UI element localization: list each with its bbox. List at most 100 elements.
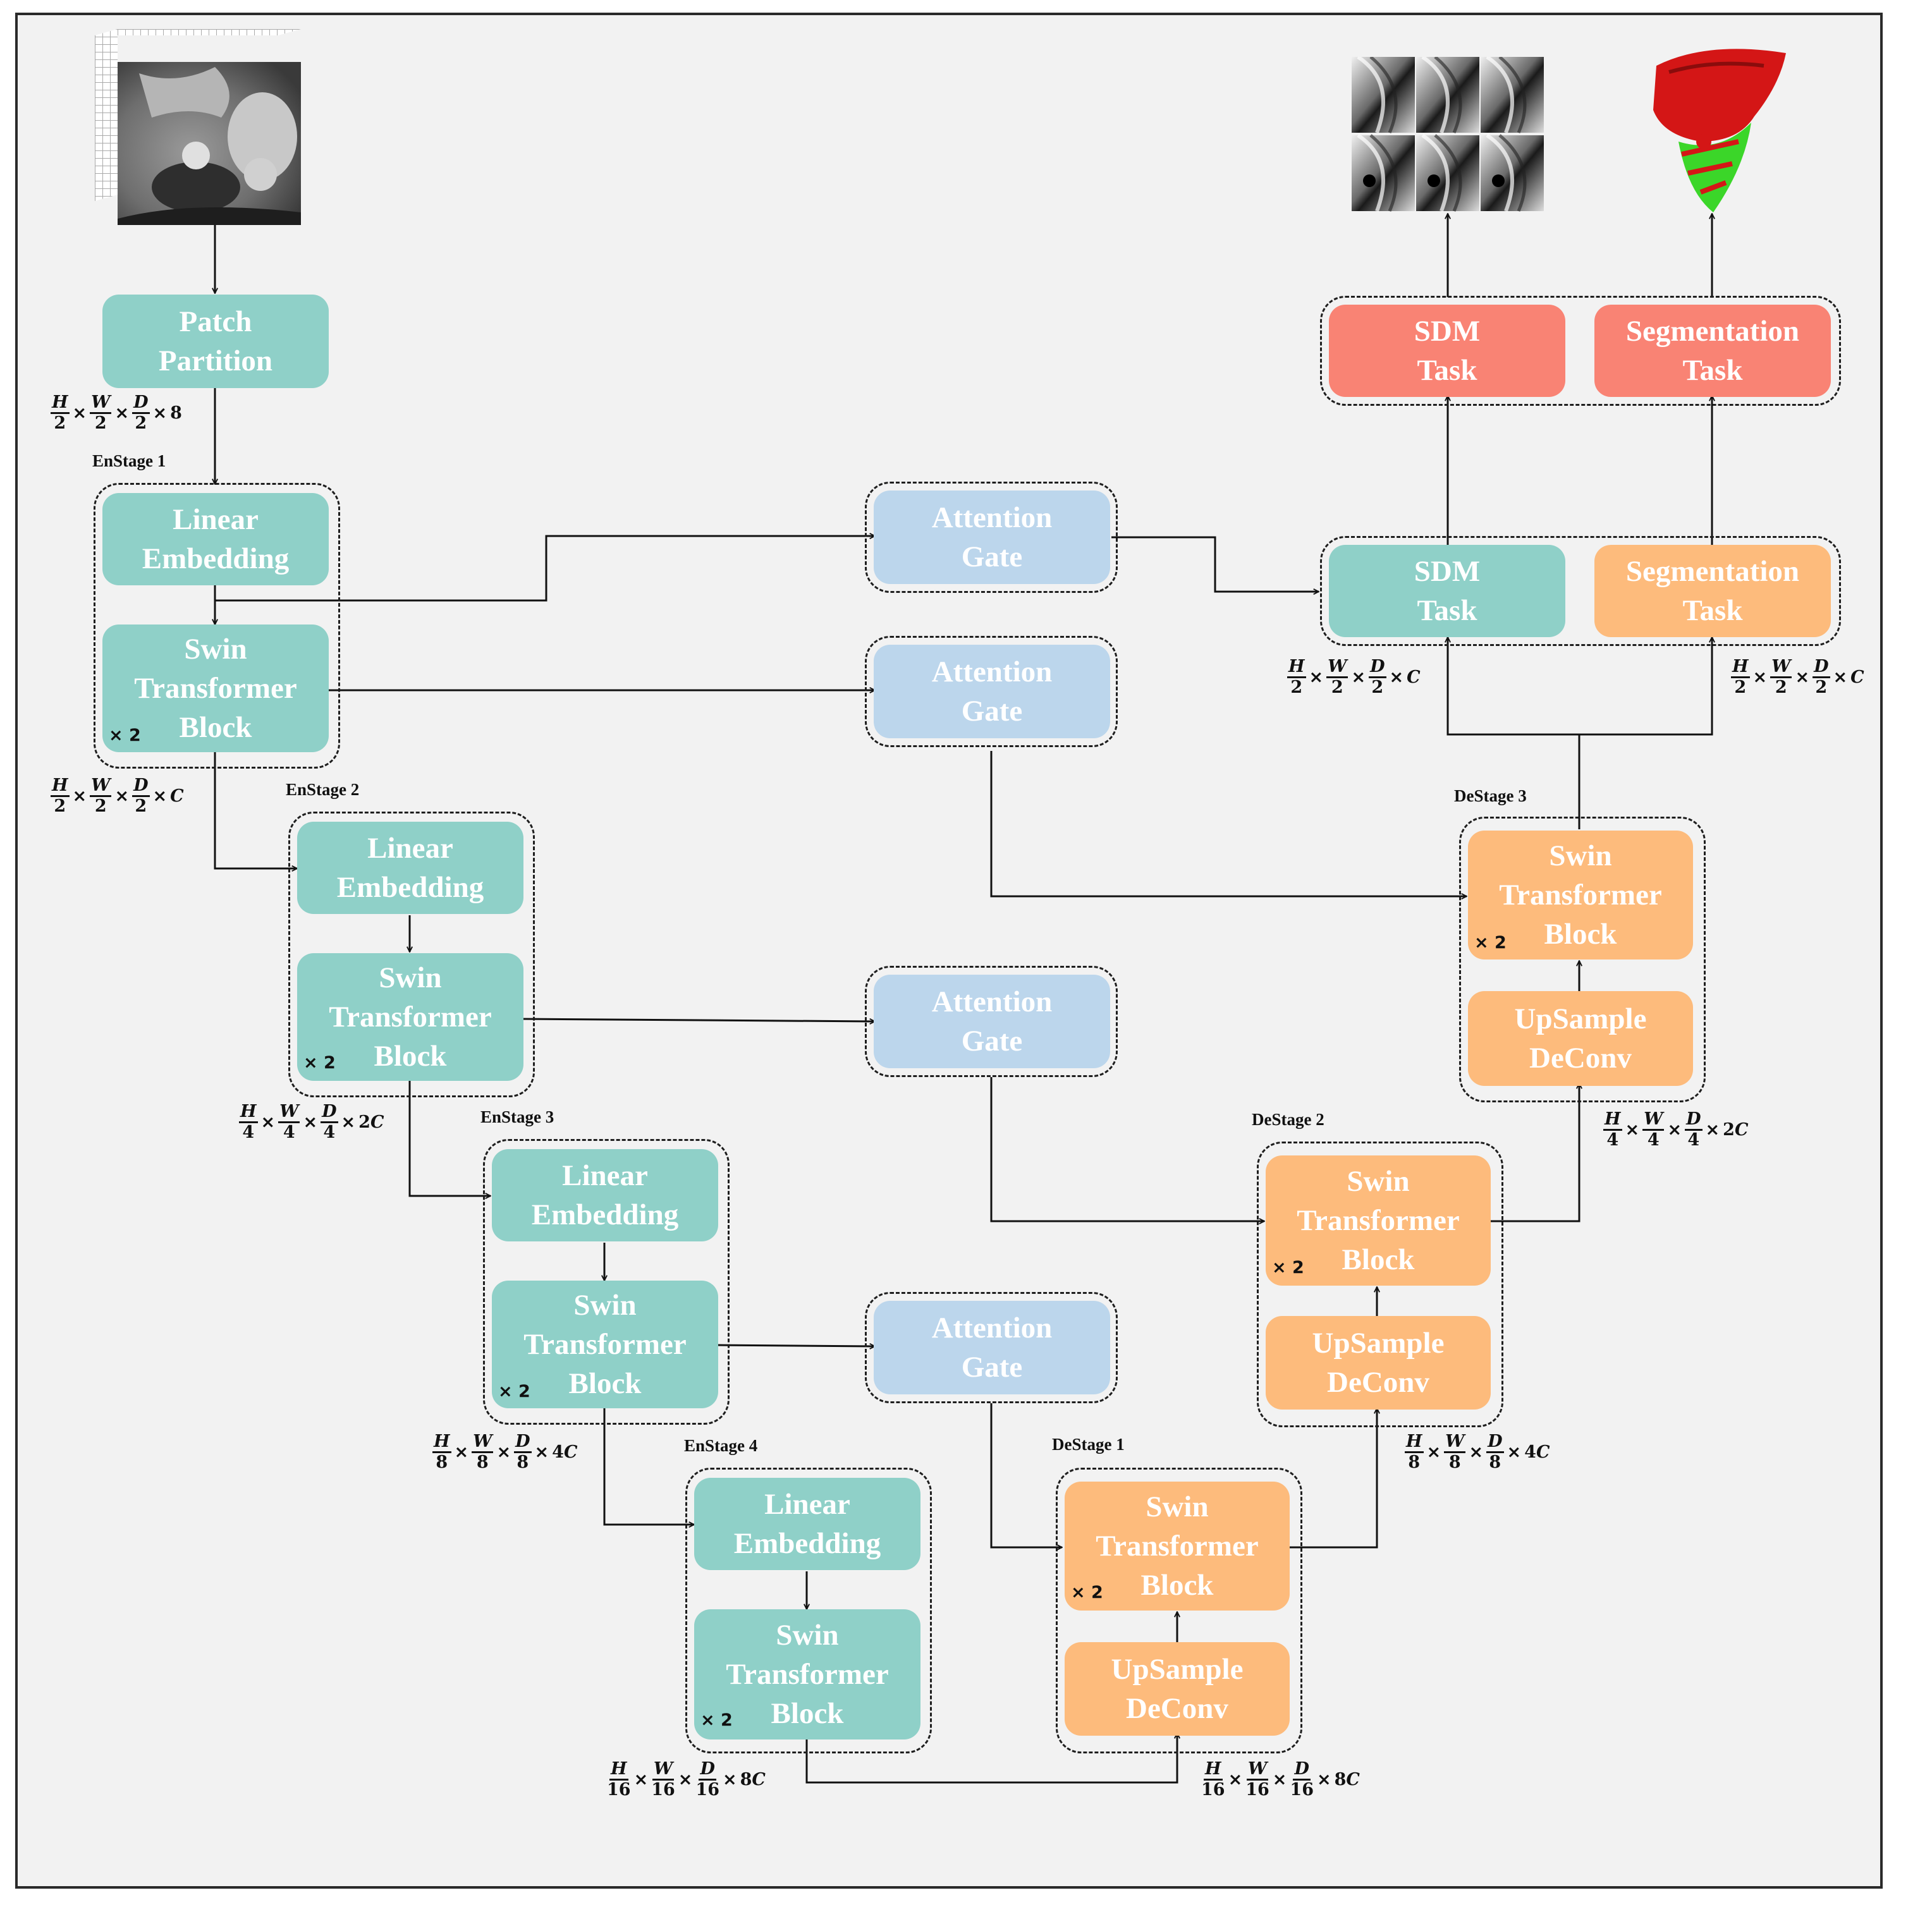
enstage-4-group: [685, 1468, 932, 1753]
dim-channels: 2C: [358, 1112, 384, 1132]
times-sign: ×: [1469, 1442, 1484, 1462]
times-sign: ×: [114, 403, 130, 423]
destage-3-label: DeStage 3: [1454, 786, 1527, 805]
dim-numerator: D: [1486, 1432, 1504, 1453]
times-sign: ×: [678, 1770, 693, 1789]
dim-denominator: 4: [283, 1123, 295, 1142]
dim-channels: 4C: [1524, 1442, 1550, 1462]
dim-numerator: W: [1246, 1760, 1269, 1781]
destage3-swin-block: Swin Transformer Block: [1468, 831, 1693, 960]
enstage2-linear-embedding: Linear Embedding: [297, 822, 523, 914]
attention-gate-4: Attention Gate: [874, 1301, 1110, 1394]
enstage-3-label: EnStage 3: [480, 1107, 554, 1126]
destage2-upsample-deconv: UpSample DeConv: [1266, 1316, 1491, 1410]
att1-group: [865, 482, 1118, 593]
repeat-marker-de3: × 2: [1474, 933, 1507, 953]
dim-numerator: H: [1204, 1760, 1223, 1781]
enstage1-swin-block: Swin Transformer Block: [102, 624, 329, 752]
times-sign: ×: [72, 786, 87, 806]
times-sign: ×: [1316, 1770, 1331, 1789]
dim-numerator: D: [132, 776, 150, 797]
sdm-task-feature-node: SDM Task: [1329, 545, 1565, 637]
dim-numerator: H: [1731, 657, 1750, 678]
dim-numerator: W: [652, 1760, 675, 1781]
dim-numerator: W: [1444, 1432, 1466, 1453]
dim-numerator: W: [1642, 1110, 1665, 1131]
repeat-marker-de2: × 2: [1272, 1258, 1304, 1277]
dim-numerator: D: [1293, 1760, 1311, 1781]
dim-numerator: D: [514, 1432, 532, 1453]
times-sign: ×: [1228, 1770, 1243, 1789]
dim-channels: 8C: [740, 1770, 766, 1789]
dim-numerator: H: [432, 1432, 451, 1453]
dim-numerator: W: [90, 776, 112, 797]
dim-numerator: W: [1770, 657, 1792, 678]
att2-group: [865, 636, 1118, 747]
dim-denominator: 8: [476, 1453, 489, 1472]
destage-1-label: DeStage 1: [1052, 1435, 1125, 1454]
dim-denominator: 8: [436, 1453, 448, 1472]
dim-denominator: 2: [1331, 678, 1343, 697]
dim-denominator: 2: [94, 796, 107, 816]
enstage1-linear-embedding: Linear Embedding: [102, 493, 329, 585]
dim-denominator: 16: [695, 1780, 719, 1800]
segmentation-task-head: Segmentation Task: [1594, 305, 1831, 397]
dim-denominator: 8: [517, 1453, 529, 1472]
dim-denominator: 16: [1290, 1780, 1314, 1800]
repeat-marker-en3: × 2: [498, 1382, 530, 1401]
dim-denominator: 2: [94, 413, 107, 433]
dim-numerator: H: [1287, 657, 1306, 678]
dim-channels: 8C: [1334, 1770, 1360, 1789]
destage1-upsample-deconv: UpSample DeConv: [1065, 1642, 1290, 1736]
times-sign: ×: [633, 1770, 649, 1789]
attention-gate-3: Attention Gate: [874, 975, 1110, 1068]
dim-numerator: D: [132, 393, 150, 414]
dim-numerator: D: [1685, 1110, 1703, 1131]
times-sign: ×: [1667, 1120, 1682, 1140]
dim-channels: 8: [170, 403, 182, 423]
dim-numerator: H: [239, 1102, 258, 1123]
dim-numerator: H: [609, 1760, 628, 1781]
patch-partition-node: Patch Partition: [102, 295, 329, 388]
dim-denominator: 2: [1290, 678, 1303, 697]
times-sign: ×: [496, 1442, 511, 1462]
dim-denominator: 16: [607, 1780, 631, 1800]
att3-group: [865, 966, 1118, 1077]
repeat-marker-en4: × 2: [700, 1710, 733, 1730]
dim-denominator: 2: [54, 796, 66, 816]
repeat-marker-de1: × 2: [1071, 1583, 1103, 1602]
dim-numerator: H: [1405, 1432, 1424, 1453]
times-sign: ×: [114, 786, 130, 806]
dim-denominator: 8: [1408, 1453, 1421, 1472]
mri-volume-input: [95, 29, 301, 225]
times-sign: ×: [1795, 667, 1810, 687]
dim-denominator: 2: [54, 413, 66, 433]
destage1-swin-block: Swin Transformer Block: [1065, 1482, 1290, 1611]
dim-channels: 4C: [552, 1442, 578, 1462]
dim-channels: C: [1407, 667, 1421, 687]
dim-numerator: D: [699, 1760, 716, 1781]
repeat-marker-en2: × 2: [303, 1053, 336, 1073]
dim-denominator: 4: [323, 1123, 336, 1142]
dim-denominator: 2: [135, 796, 147, 816]
dim-numerator: W: [1326, 657, 1348, 678]
